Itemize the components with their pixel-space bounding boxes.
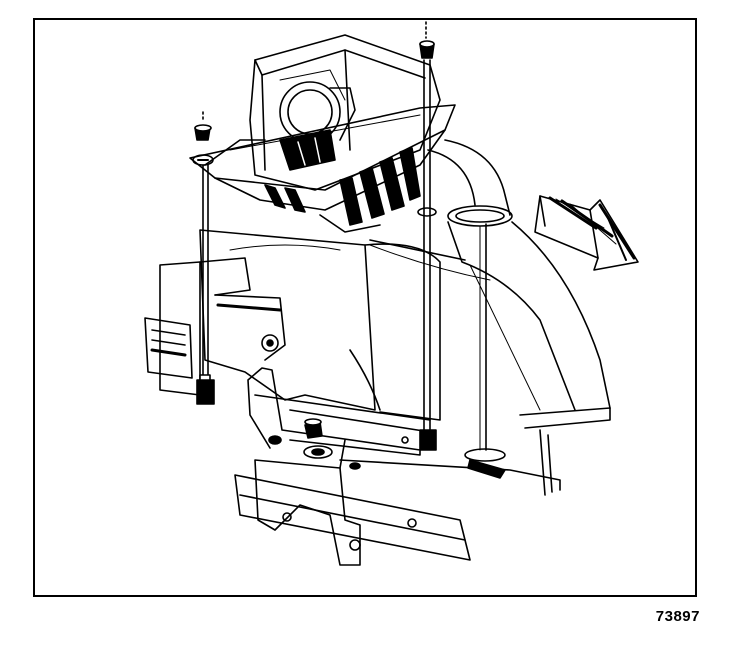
direction-arrow [534,195,639,271]
figure-number: 73897 [655,608,700,625]
duct-clamp-bolt [464,223,506,479]
air-cleaner-cover [249,34,441,191]
hose-line [369,244,491,281]
lower-grommet [268,418,361,470]
mounting-bracket [247,367,421,566]
side-bracket [144,257,286,396]
intake-duct [427,139,611,411]
right-mounting-bolt [417,21,437,451]
cover-flange [189,104,456,233]
radiator-support [234,407,611,561]
air-cleaner-lower-housing [199,229,466,433]
left-mounting-bolt [192,111,215,405]
